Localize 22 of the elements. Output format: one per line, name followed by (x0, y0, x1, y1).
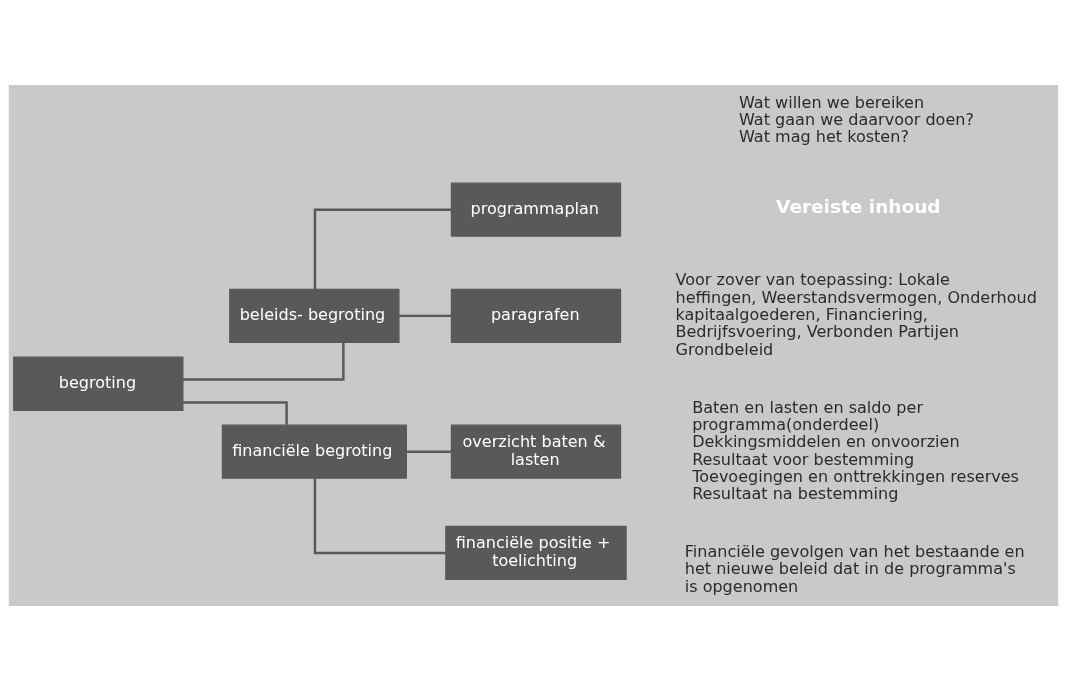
connector (183, 342, 345, 381)
connector (406, 450, 452, 453)
node-box: financiële begroting (221, 424, 407, 479)
node-box: begroting (13, 356, 184, 411)
connector (313, 208, 452, 290)
connector (183, 401, 288, 425)
connector (399, 314, 452, 318)
node-label: Voor zover van toepassing: Lokale heffingen, Weerstandsvermogen, Onderhoud kapitaalgoederen, Financiering, Bedrijfsvoering, Verbonden Partijen Grondbeleid (675, 270, 1037, 359)
node-label: Baten en lasten en saldo per programma(onderdeel) (692, 397, 923, 434)
node-label: Resultaat voor bestemming (692, 449, 915, 469)
node-box: overzicht baten & lasten (450, 424, 622, 479)
node-label: Resultaat na bestemming (692, 484, 899, 504)
node-box: beleids- begroting (229, 288, 400, 344)
node-label: Wat gaan we daarvoor doen? (739, 110, 974, 129)
node-label: Wat mag het kosten? (739, 127, 909, 147)
node-box: financiële positie + toelichting (445, 525, 627, 581)
node-label: Wat willen we bereiken (739, 92, 925, 112)
node-label: Dekkingsmiddelen en onvoorzien (692, 432, 960, 452)
node-box: programmaplan (450, 182, 622, 237)
node-label: Financiële gevolgen van het bestaande en het nieuwe beleid dat in de programma's is opgenomen (684, 542, 1025, 596)
node-box: paragrafen (450, 288, 622, 344)
connector (313, 478, 446, 555)
